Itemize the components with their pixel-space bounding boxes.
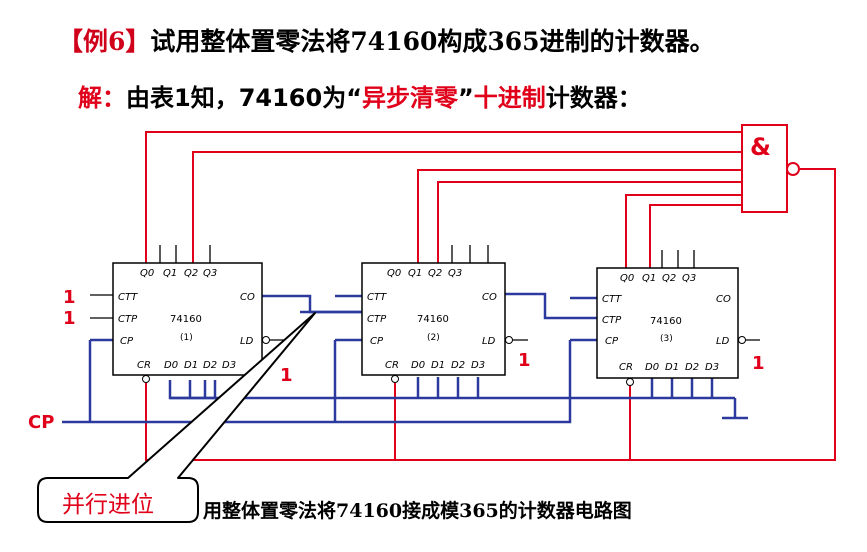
and-symbol: & <box>750 133 771 161</box>
chip2-name: 74160 <box>417 314 449 325</box>
chip2-q1: Q1 <box>408 268 422 279</box>
ctp-one-label: 1 <box>63 308 76 329</box>
chip1-cp: CP <box>120 336 134 347</box>
chip2-q0: Q0 <box>387 268 401 279</box>
chip1-cr: CR <box>137 360 151 371</box>
chip1-ctp: CTP <box>118 314 138 325</box>
ctt-one-label: 1 <box>63 287 76 308</box>
quote-open: “ <box>346 84 362 112</box>
chip1-name: 74160 <box>170 314 202 325</box>
chip2-ld: LD <box>482 336 496 347</box>
chip3-q3: Q3 <box>682 273 696 284</box>
ld2-one-label: 1 <box>518 350 531 371</box>
nand-gate: & <box>741 124 800 213</box>
chip3-cp: CP <box>605 336 619 347</box>
chip3-ctt: CTT <box>602 294 622 305</box>
chip1-q2: Q2 <box>184 268 198 279</box>
chip3-ld: LD <box>716 336 730 347</box>
chip3-ctp: CTP <box>602 315 622 326</box>
chip-74160-3: Q0 Q1 Q2 Q3 CTT CTP CP CO LD 74160 (3) C… <box>596 267 746 386</box>
blue-wires <box>62 292 748 424</box>
example-tag: 【例6】 <box>58 27 151 56</box>
async-clear-text: 异步清零 <box>361 84 458 112</box>
chip1-index: (1) <box>180 333 193 343</box>
chip-74160-1: Q0 Q1 Q2 Q3 CTT CTP CP CO LD 74160 (1) C… <box>112 262 270 383</box>
parallel-carry-callout: 并行进位 <box>37 312 316 523</box>
chip2-d1: D1 <box>431 360 445 371</box>
cp-label: CP <box>28 412 54 433</box>
chip1-d2: D2 <box>203 360 217 371</box>
logic-one-labels: 1 1 1 1 1 <box>63 287 765 386</box>
chip3-q0: Q0 <box>620 273 634 284</box>
chip3-q2: Q2 <box>662 273 676 284</box>
figure-caption: 用整体置零法将74160接成模365的计数器电路图 <box>203 500 632 522</box>
chip2-ctt: CTT <box>367 292 387 303</box>
chip2-co: CO <box>482 292 497 303</box>
callout-text: 并行进位 <box>62 492 154 518</box>
solution-label: 解： <box>78 84 126 112</box>
chip2-index: (2) <box>427 333 440 343</box>
chip3-d1: D1 <box>665 362 679 373</box>
example-text: 试用整体置零法将74160构成365进制的计数器。 <box>150 27 715 56</box>
chip3-name: 74160 <box>650 316 682 327</box>
chip1-ctt: CTT <box>118 292 138 303</box>
chip3-q1: Q1 <box>642 273 656 284</box>
chip1-ld: LD <box>240 336 254 347</box>
example-title: 【例6】试用整体置零法将74160构成365进制的计数器。 <box>58 22 715 58</box>
chip1-q1: Q1 <box>163 268 177 279</box>
solution-text1: 由表1知，74160为 <box>126 84 347 112</box>
chip2-ctp: CTP <box>367 314 387 325</box>
chip2-d0: D0 <box>411 360 425 371</box>
chip3-d0: D0 <box>645 362 659 373</box>
chip2-d2: D2 <box>451 360 465 371</box>
chip2-cr: CR <box>385 360 399 371</box>
chip2-d3: D3 <box>471 360 485 371</box>
chip1-q3: Q3 <box>203 268 217 279</box>
quote-close: ” <box>457 84 474 112</box>
chip-74160-2: Q0 Q1 Q2 Q3 CTT CTP CP CO LD 74160 (2) C… <box>361 262 513 383</box>
chip1-d1: D1 <box>184 360 198 371</box>
ld1-one-label: 1 <box>280 365 293 386</box>
red-q-wires <box>145 131 836 461</box>
chip1-q0: Q0 <box>140 268 154 279</box>
chip2-q3: Q3 <box>448 268 462 279</box>
chip3-d3: D3 <box>705 362 719 373</box>
chip2-q2: Q2 <box>428 268 442 279</box>
solution-line: 解：由表1知，74160为“异步清零”十进制计数器： <box>78 78 642 113</box>
chip3-index: (3) <box>660 334 673 344</box>
chip1-d3: D3 <box>222 360 236 371</box>
chip1-co: CO <box>240 292 255 303</box>
chip2-cp: CP <box>370 336 384 347</box>
chip1-d0: D0 <box>164 360 178 371</box>
chip3-d2: D2 <box>685 362 699 373</box>
ld3-one-label: 1 <box>752 353 765 374</box>
chip3-cr: CR <box>619 362 633 373</box>
decimal-text: 十进制 <box>473 84 546 112</box>
solution-text2: 计数器： <box>545 84 642 112</box>
chip3-co: CO <box>716 294 731 305</box>
